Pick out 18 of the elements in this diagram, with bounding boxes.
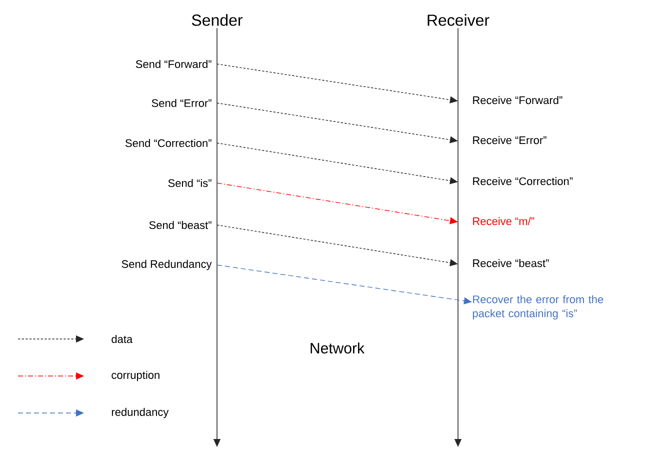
message-label: Receive “beast”	[473, 259, 549, 268]
message-label: Receive “Error”	[473, 136, 546, 144]
lifeline-heading: Sender	[192, 14, 243, 26]
message-label: Send “Forward”	[136, 60, 212, 68]
message-label: Recover the error from the packet containing “is”	[472, 295, 604, 320]
message-label: Send “beast”	[149, 220, 212, 230]
network-label: Network	[310, 342, 365, 354]
message-label: Receive “Forward”	[473, 96, 562, 104]
message-label: Receive “m/”	[473, 217, 534, 226]
message-label: Send “Correction”	[126, 138, 212, 148]
message-label: Receive “Correction”	[473, 177, 573, 186]
legend-label: data	[112, 334, 133, 344]
legend-label: redundancy	[112, 408, 169, 418]
message-label: Send Redundancy	[122, 260, 212, 270]
legend-label: corruption	[112, 370, 160, 382]
message-label: Send “Error”	[152, 98, 212, 108]
message-label: Send “is”	[168, 178, 212, 188]
lifeline-heading: Receiver	[428, 14, 490, 26]
